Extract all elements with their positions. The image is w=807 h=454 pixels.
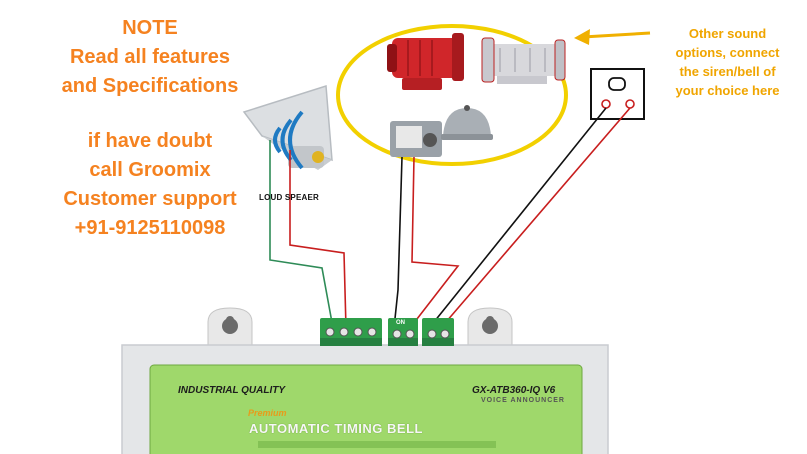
power-terminal-block	[422, 318, 454, 346]
sound-options-highlight	[336, 24, 568, 166]
speaker-terminal-block	[320, 318, 382, 346]
grey-siren-icon	[481, 37, 566, 84]
right-mounting-bracket	[467, 307, 513, 346]
speaker-label: LOUD SPEAER	[259, 193, 319, 202]
support-phone: +91-9125110098	[74, 217, 226, 239]
switch-box-icon	[590, 68, 645, 120]
speaker-wires	[269, 140, 347, 329]
device-premium-label: Premium	[248, 408, 287, 418]
sound-options-callout: Other sound options, connect the siren/b…	[650, 24, 805, 100]
callout-line: Other sound	[688, 26, 767, 41]
device-product-title: AUTOMATIC TIMING BELL	[249, 421, 423, 436]
on-port-label: ON	[396, 320, 405, 326]
on-terminal-block	[388, 318, 418, 346]
left-mounting-bracket	[207, 307, 253, 346]
switch-wires	[433, 107, 631, 323]
device-quality-label: INDUSTRIAL QUALITY	[178, 385, 286, 396]
callout-line: the siren/bell of	[679, 64, 776, 79]
note-line: and Specifications	[61, 75, 239, 97]
callout-arrow	[574, 29, 651, 45]
red-siren-icon	[387, 33, 464, 90]
device-model-label: GX-ATB360-IQ V6	[472, 385, 556, 396]
loud-speaker-icon	[242, 85, 333, 170]
callout-line: your choice here	[675, 83, 780, 98]
callout-line: options, connect	[675, 45, 780, 60]
electric-bell-icon	[390, 105, 493, 157]
device-voice-label: VOICE ANNOUNCER	[481, 397, 565, 404]
note-line: call Groomix	[89, 159, 211, 181]
note-line: Read all features	[69, 46, 231, 68]
bell-wires	[393, 156, 460, 329]
note-block: NOTE Read all features and Specification…	[16, 14, 284, 243]
note-title: NOTE	[122, 17, 178, 39]
device-subtitle-strip	[258, 441, 496, 448]
note-line: if have doubt	[87, 130, 213, 152]
note-line: Customer support	[63, 188, 237, 210]
